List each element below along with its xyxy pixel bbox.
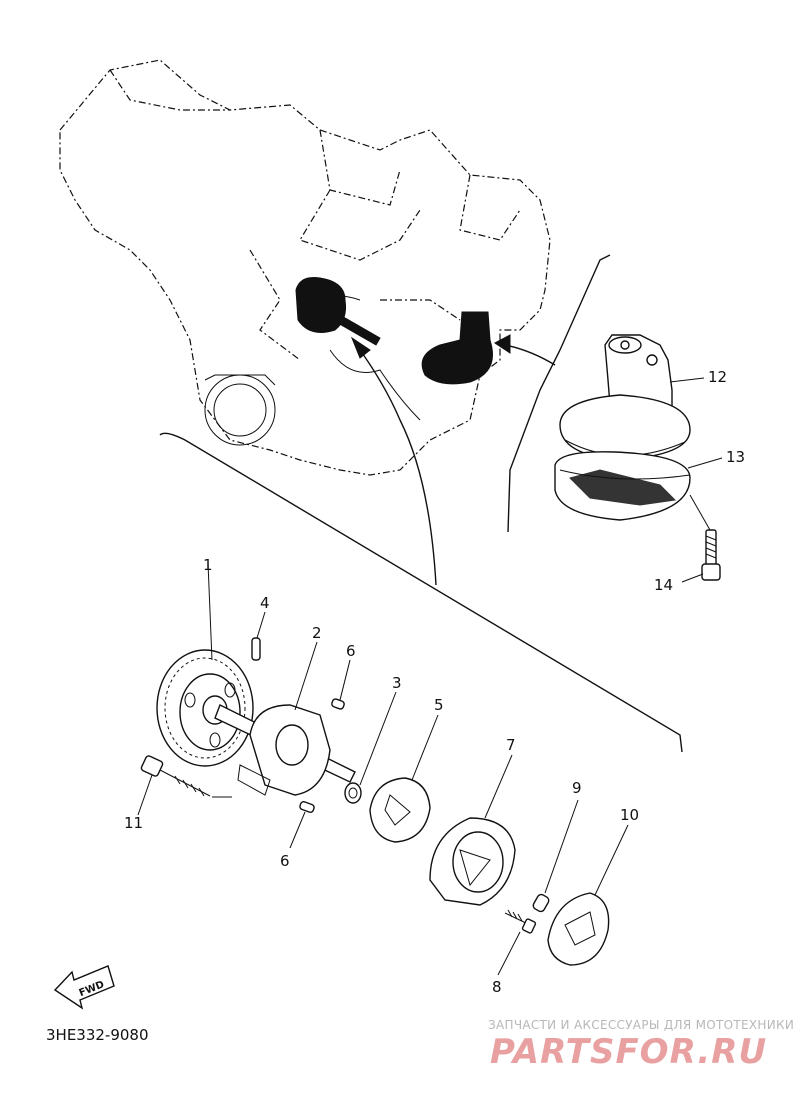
callout-12: 12	[708, 368, 727, 386]
fwd-direction-arrow: FWD	[53, 965, 115, 1010]
shaft-clip	[344, 782, 362, 804]
rotor-plate	[547, 892, 610, 966]
assembly-arrow-long	[350, 336, 437, 586]
pump-mount-bolt	[140, 755, 232, 798]
dowel-pin-4	[251, 637, 261, 661]
watermark-tagline: ЗАПЧАСТИ И АКСЕССУАРЫ ДЛЯ МОТОТЕХНИКИ	[488, 1018, 794, 1032]
callout-labels: 1 2 3 4 5 6 6 7 8 9 10 11 12 13 14	[124, 368, 745, 996]
callout-6-lower: 6	[280, 852, 290, 870]
dowel-pin-6-upper	[331, 698, 345, 710]
callout-13: 13	[726, 448, 745, 466]
pump-housing	[237, 704, 331, 796]
engine-crankcase-outline	[59, 59, 551, 476]
oil-port-left	[295, 277, 381, 346]
leader-lines	[137, 377, 723, 976]
pump-drive-gear	[156, 649, 254, 767]
callout-9: 9	[572, 779, 582, 797]
callout-8: 8	[492, 978, 502, 996]
callout-14: 14	[654, 576, 673, 594]
dowel-pin-6-lower	[299, 800, 315, 814]
oil-port-right	[421, 311, 493, 385]
assembly-arrow-strainer	[494, 334, 556, 366]
oil-strainer	[559, 334, 691, 461]
callout-6-upper: 6	[346, 642, 356, 660]
cover-screw-8	[504, 909, 537, 934]
callout-4: 4	[260, 594, 270, 612]
strainer-screen	[554, 451, 691, 521]
dowel-pin-9	[532, 893, 550, 913]
callout-3: 3	[392, 674, 402, 692]
diagram-code: 3HE332-9080	[46, 1026, 149, 1044]
callout-1: 1	[203, 556, 213, 574]
watermark-logo-text: PARTSFOR.RU	[490, 1032, 767, 1072]
crankcase-boss	[204, 374, 276, 446]
callout-11: 11	[124, 814, 143, 832]
pump-cover	[429, 817, 516, 906]
inner-rotor	[369, 777, 431, 843]
callout-10: 10	[620, 806, 639, 824]
callout-2: 2	[312, 624, 322, 642]
callout-7: 7	[506, 736, 516, 754]
section-divider-lines	[159, 254, 683, 753]
strainer-bolt	[689, 494, 721, 581]
callout-5: 5	[434, 696, 444, 714]
